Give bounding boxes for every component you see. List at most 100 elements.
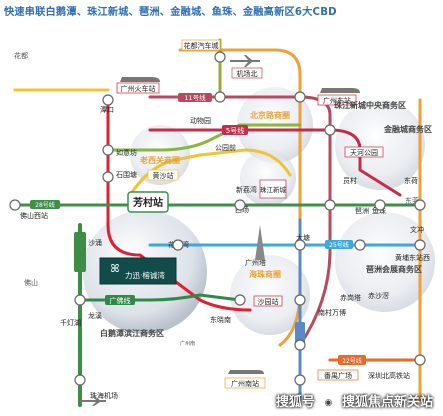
map-headline: 快速串联白鹅潭、珠江新城、琶洲、金融城、鱼珠、金融高新区6大CBD bbox=[4, 7, 337, 17]
badge-line-11 bbox=[178, 93, 212, 102]
station-longxi: 龙溪 bbox=[88, 311, 102, 320]
center-station-box bbox=[127, 191, 169, 213]
station-shayuan: 沙园站 bbox=[258, 297, 279, 306]
station-dongxiaonan: 东晓南 bbox=[210, 315, 231, 324]
dot-1 bbox=[102, 94, 114, 106]
badge-line-28-label: 28号线 bbox=[35, 201, 55, 209]
dot-14 bbox=[294, 294, 306, 306]
line-2-red bbox=[106, 98, 252, 312]
dot-6 bbox=[294, 91, 306, 103]
station-shayong: 沙涌 bbox=[88, 238, 102, 247]
station-zhuhai-airport: 珠海机场 bbox=[90, 391, 118, 400]
station-chishajiao: 赤沙滘 bbox=[368, 291, 389, 300]
line-3-orange-loop bbox=[178, 48, 302, 347]
badge-line-25 bbox=[325, 240, 353, 249]
dot-2 bbox=[102, 144, 114, 156]
station-gz-train-box bbox=[116, 82, 160, 94]
station-zoo: 动物园 bbox=[190, 116, 211, 125]
badge-line-22 bbox=[338, 355, 366, 365]
station-datang: 大塘 bbox=[296, 233, 310, 242]
sohu-logo-icon: ◉ bbox=[321, 396, 336, 410]
train-icon-gz-east bbox=[320, 88, 360, 93]
station-tianhe-park-box bbox=[344, 146, 384, 158]
station-qiandenghu: 千灯湖 bbox=[60, 318, 81, 327]
watermark-left: 搜狐号 bbox=[275, 395, 315, 410]
district-pazhou: 琶洲会展商务区 bbox=[366, 264, 422, 274]
badge-guangfo-label: 广佛线 bbox=[110, 296, 131, 305]
bubble-pazhou bbox=[335, 212, 435, 312]
station-gz-east-box bbox=[317, 94, 357, 106]
station-huadu-car: 花都汽车城 bbox=[184, 41, 219, 50]
badge-line-11-label: 11号线 bbox=[184, 93, 206, 102]
station-yuancun: 员村 bbox=[343, 176, 357, 185]
station-huadu-car-box bbox=[181, 39, 221, 51]
plane-icon-airport bbox=[230, 55, 260, 67]
station-zjxc: 珠江新城 bbox=[260, 185, 287, 194]
district-baietan: 白鹅潭滨江商务区 bbox=[100, 328, 164, 338]
dot-23 bbox=[234, 294, 246, 306]
dot-11 bbox=[294, 239, 306, 251]
station-canton-tower: 广州塔 bbox=[245, 258, 266, 267]
dot-5 bbox=[214, 91, 226, 103]
dot-16 bbox=[294, 374, 306, 386]
district-haizhu: 海珠商圈 bbox=[249, 269, 281, 279]
dot-8 bbox=[324, 199, 336, 211]
dot-7 bbox=[324, 124, 336, 136]
bubble-haizhu bbox=[230, 255, 310, 335]
badge-line-5-label: 5号线 bbox=[226, 126, 244, 135]
center-station-label: 芳村站 bbox=[133, 196, 163, 209]
station-nancun: 南村万博 bbox=[318, 308, 346, 317]
station-huangsha-box bbox=[147, 169, 179, 181]
dot-18 bbox=[74, 294, 86, 306]
line-11-ring bbox=[148, 95, 332, 347]
dot-12 bbox=[354, 239, 366, 251]
station-sz-north: 深圳北高铁站 bbox=[368, 371, 410, 380]
dot-13 bbox=[414, 239, 426, 251]
dot-20 bbox=[9, 199, 21, 211]
station-panyu-box bbox=[317, 369, 359, 381]
line-6-green bbox=[106, 123, 302, 152]
station-ruyifang: 如意坊 bbox=[116, 148, 137, 157]
watermark-right: 搜狐焦点新关站 bbox=[341, 395, 433, 410]
dot-17 bbox=[414, 354, 426, 366]
dot-4 bbox=[214, 51, 226, 63]
brand-name: 力迅·榕诚湾 bbox=[125, 270, 165, 280]
badge-line-28 bbox=[30, 200, 60, 209]
station-shayuan-box bbox=[253, 295, 283, 307]
station-gz-train: 广州火车站 bbox=[121, 84, 156, 93]
brand-card bbox=[99, 257, 177, 285]
station-tianhe-park: 天河公园 bbox=[350, 149, 378, 157]
place-huadu: 花都 bbox=[14, 51, 28, 60]
place-dongguan: 东莞 bbox=[405, 196, 419, 205]
station-shiweitang: 石围塘 bbox=[116, 170, 137, 179]
station-airport-north-box bbox=[231, 67, 263, 79]
station-gz-south-box bbox=[224, 377, 266, 389]
station-gz-south: 广州南站 bbox=[231, 379, 259, 388]
dot-3 bbox=[102, 171, 114, 183]
station-gz-south-small: 广州南 bbox=[180, 340, 195, 347]
tower-icon bbox=[255, 225, 265, 260]
plane-icon-zhuhai bbox=[80, 396, 106, 406]
dot-19 bbox=[74, 374, 86, 386]
station-hp-east: 黄埔东站西 bbox=[395, 253, 430, 262]
brand-logo-icon: ꕤ bbox=[110, 262, 119, 275]
watermark: 搜狐号 ◉ 搜狐焦点新关站 bbox=[276, 391, 433, 410]
train-icon-gz-south bbox=[228, 370, 264, 374]
dot-9 bbox=[374, 199, 386, 211]
dot-21 bbox=[234, 199, 246, 211]
dot-15 bbox=[294, 339, 306, 351]
badge-line-5 bbox=[222, 125, 248, 135]
station-panyu: 番禺广场 bbox=[324, 371, 352, 380]
dot-22 bbox=[172, 239, 184, 251]
station-gz-east: 广州东站 bbox=[323, 96, 351, 105]
badge-line-22-label: 22号线 bbox=[342, 357, 362, 365]
train-icon-gz-station bbox=[120, 77, 160, 82]
station-airport-north: 机场北 bbox=[237, 69, 258, 78]
station-pazhou: 琶洲 bbox=[355, 207, 369, 215]
station-donghe: 东荷 bbox=[404, 176, 418, 185]
station-chigangta: 赤岗塔 bbox=[340, 293, 361, 302]
station-tankou: 潭口 bbox=[100, 105, 114, 114]
station-wenchong: 文冲 bbox=[410, 225, 424, 234]
